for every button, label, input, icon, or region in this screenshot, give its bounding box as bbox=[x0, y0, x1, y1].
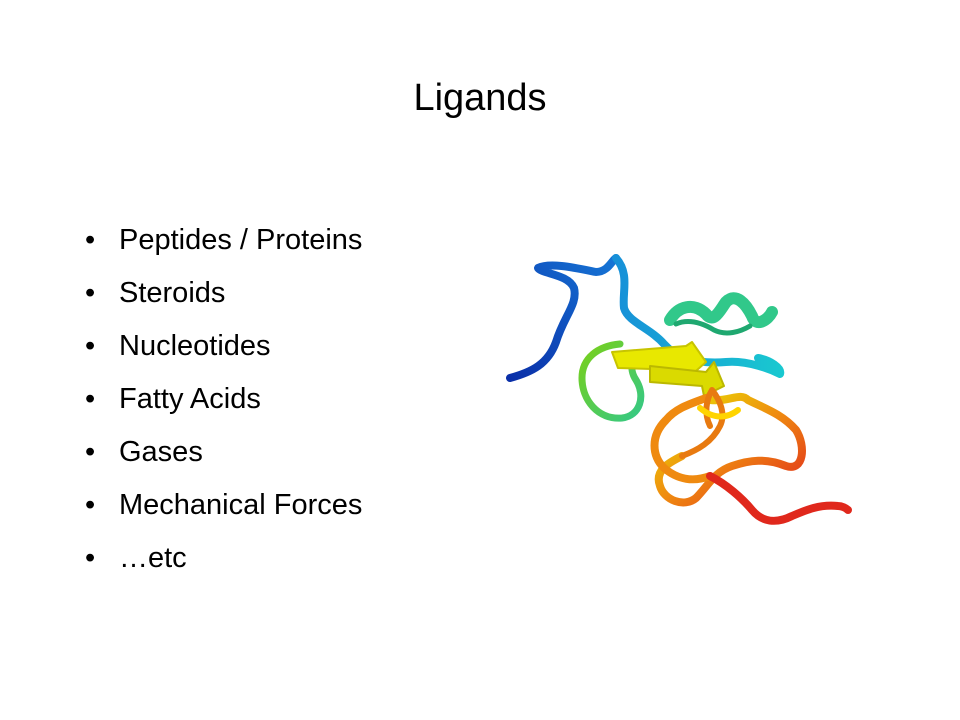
bullet-icon: • bbox=[85, 224, 96, 256]
bullet-text: Peptides / Proteins bbox=[119, 224, 363, 256]
list-item: • Mechanical Forces bbox=[85, 479, 362, 532]
list-item: • Steroids bbox=[85, 267, 362, 320]
bullet-icon: • bbox=[85, 277, 96, 309]
protein-ribbon-icon bbox=[506, 254, 852, 525]
list-item: • Peptides / Proteins bbox=[85, 214, 362, 267]
bullet-icon: • bbox=[85, 383, 96, 415]
bullet-list: • Peptides / Proteins • Steroids • Nucle… bbox=[85, 214, 362, 585]
bullet-text: Fatty Acids bbox=[119, 383, 261, 415]
list-item: • Gases bbox=[85, 426, 362, 479]
bullet-text: Gases bbox=[119, 436, 203, 468]
bullet-icon: • bbox=[85, 542, 96, 574]
slide-title: Ligands bbox=[413, 77, 547, 119]
list-item: • Fatty Acids bbox=[85, 373, 362, 426]
bullet-icon: • bbox=[85, 436, 96, 468]
bullet-text: Steroids bbox=[119, 277, 226, 309]
bullet-text: Nucleotides bbox=[119, 330, 271, 362]
list-item: • …etc bbox=[85, 532, 362, 585]
list-item: • Nucleotides bbox=[85, 320, 362, 373]
bullet-icon: • bbox=[85, 330, 96, 362]
bullet-icon: • bbox=[85, 489, 96, 521]
bullet-text: Mechanical Forces bbox=[119, 489, 363, 521]
bullet-text: …etc bbox=[119, 542, 187, 574]
